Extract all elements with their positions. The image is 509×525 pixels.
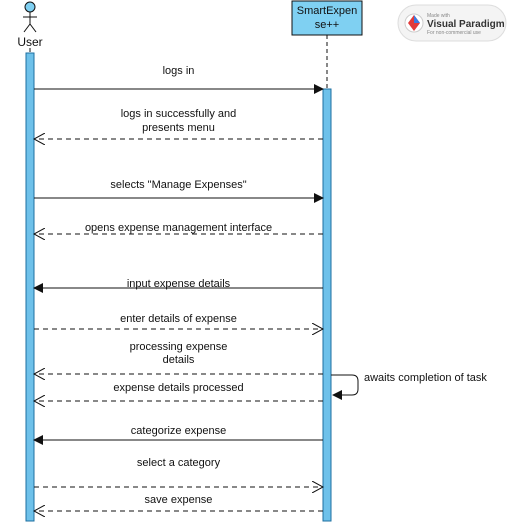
message-12[interactable]: save expense — [34, 494, 323, 511]
actor-leg-right — [29, 23, 37, 33]
system-label-line1: SmartExpen — [297, 5, 358, 17]
watermark-made-with: Made with — [427, 13, 450, 19]
system-box — [291, 0, 363, 36]
message-label: processing expense — [130, 341, 228, 353]
watermark: Made with Visual Paradigm For non-commer… — [397, 4, 507, 42]
message-label: opens expense management interface — [85, 222, 272, 234]
message-3[interactable]: selects "Manage Expenses" — [34, 179, 324, 203]
self-message-arrow — [331, 374, 359, 400]
actor-leg-left — [23, 23, 31, 33]
system-object[interactable]: SmartExpen se++ — [291, 0, 363, 36]
message-6[interactable]: enter details of expense — [34, 313, 323, 329]
watermark-badge — [397, 4, 507, 42]
message-2[interactable]: logs in successfully and presents menu — [34, 108, 323, 139]
message-8[interactable]: awaits completion of task — [331, 372, 487, 400]
message-1[interactable]: logs in — [34, 65, 324, 94]
message-label: enter details of expense — [120, 313, 237, 325]
user-label: User — [17, 35, 42, 49]
visual-paradigm-logo-icon — [404, 13, 424, 33]
actor-head — [24, 1, 36, 13]
message-label: categorize expense — [131, 425, 226, 437]
system-activation-bar — [322, 88, 332, 522]
message-4[interactable]: opens expense management interface — [34, 222, 323, 234]
message-list: logs in logs in successfully and presents … — [33, 65, 487, 511]
system-label-line2: se++ — [315, 19, 339, 31]
user-activation-bar — [25, 52, 35, 522]
message-label: select a category — [137, 457, 221, 469]
message-label: presents menu — [142, 122, 215, 134]
message-label: logs in — [163, 65, 195, 77]
message-label: expense details processed — [113, 382, 243, 394]
user-actor[interactable]: User — [17, 1, 43, 49]
message-label: awaits completion of task — [364, 372, 487, 384]
message-label: selects "Manage Expenses" — [110, 179, 246, 191]
message-10[interactable]: categorize expense — [33, 425, 323, 445]
message-label: logs in successfully and — [121, 108, 237, 120]
message-11[interactable]: select a category — [34, 457, 323, 487]
message-label: save expense — [145, 494, 213, 506]
message-9[interactable]: expense details processed — [34, 382, 323, 401]
message-5[interactable]: input expense details — [33, 278, 323, 293]
message-label: input expense details — [127, 278, 231, 290]
message-label: details — [163, 354, 195, 366]
watermark-brand: Visual Paradigm — [427, 19, 505, 30]
watermark-note: For non-commercial use — [427, 30, 481, 36]
